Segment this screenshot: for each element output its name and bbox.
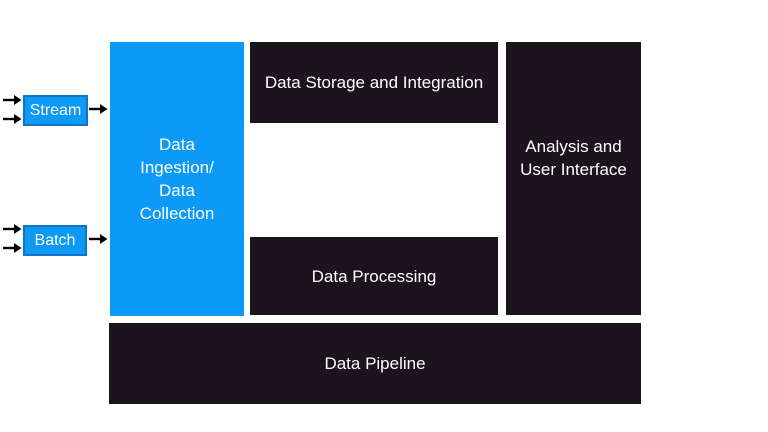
node-data-storage: Data Storage and Integration <box>250 42 498 123</box>
node-stream: Stream <box>23 95 88 126</box>
node-data-pipeline: Data Pipeline <box>109 323 641 404</box>
node-batch-label: Batch <box>34 231 76 249</box>
node-label-line: Collection <box>139 204 215 223</box>
node-analysis-ui-label: Analysis and User Interface <box>520 42 627 181</box>
node-data-pipeline-label: Data Pipeline <box>324 354 426 373</box>
node-data-ingestion: Data Ingestion/ Data Collection <box>110 42 244 316</box>
node-data-ingestion-label: Data Ingestion/ Data Collection <box>140 133 215 225</box>
arrow-right-icon <box>3 243 22 253</box>
arrow-right-icon <box>89 104 108 114</box>
arrow-right-icon <box>89 234 108 244</box>
node-label-line: Ingestion/ <box>140 158 214 177</box>
node-stream-label: Stream <box>29 101 82 119</box>
node-label-line: Analysis and <box>525 137 622 156</box>
node-label-line: Data <box>159 181 195 200</box>
arrow-right-icon <box>3 114 22 124</box>
arrow-right-icon <box>3 224 22 234</box>
arrow-right-icon <box>3 95 22 105</box>
node-label-line: User Interface <box>520 160 627 179</box>
node-batch: Batch <box>23 225 87 256</box>
node-label-line: Data <box>159 135 195 154</box>
node-data-storage-label: Data Storage and Integration <box>264 73 484 92</box>
node-analysis-ui: Analysis and User Interface <box>506 42 641 315</box>
node-data-processing-label: Data Processing <box>311 266 437 286</box>
node-data-processing: Data Processing <box>250 237 498 315</box>
